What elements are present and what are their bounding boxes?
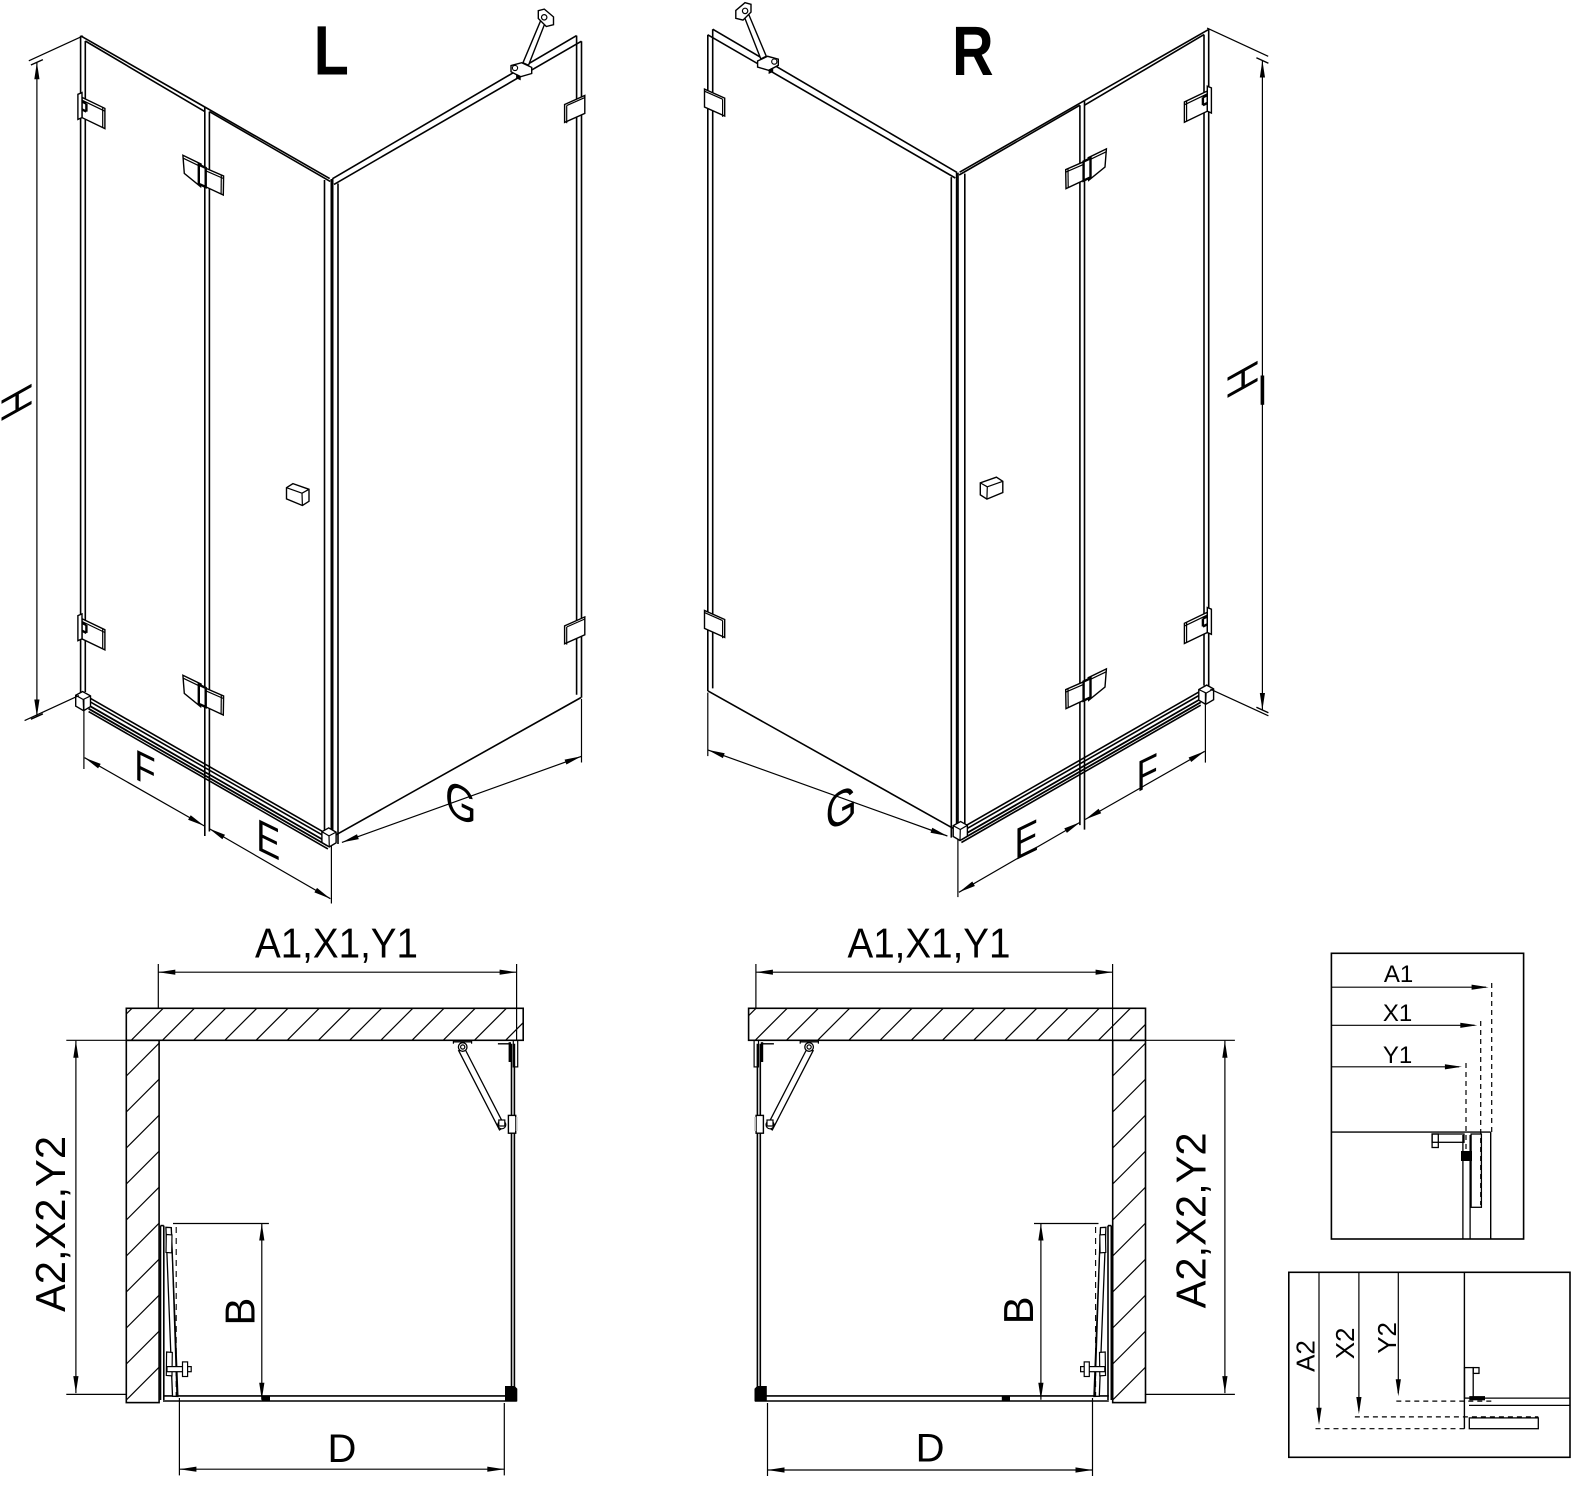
- svg-text:D: D: [327, 1427, 356, 1471]
- svg-text:B: B: [995, 1296, 1042, 1324]
- svg-text:A2,X2,Y2: A2,X2,Y2: [1168, 1132, 1215, 1308]
- svg-text:A1,X1,Y1: A1,X1,Y1: [255, 920, 418, 967]
- svg-text:A2: A2: [1291, 1340, 1321, 1372]
- svg-text:Y1: Y1: [1383, 1042, 1412, 1069]
- svg-text:X2: X2: [1330, 1327, 1360, 1359]
- svg-text:A2,X2,Y2: A2,X2,Y2: [27, 1136, 74, 1312]
- svg-text:Y2: Y2: [1372, 1322, 1402, 1354]
- svg-text:R: R: [952, 12, 993, 90]
- svg-text:L: L: [314, 12, 349, 90]
- svg-text:X1: X1: [1383, 1000, 1412, 1027]
- svg-text:D: D: [916, 1427, 945, 1471]
- svg-text:A1,X1,Y1: A1,X1,Y1: [848, 920, 1011, 967]
- svg-text:A1: A1: [1384, 961, 1413, 988]
- svg-text:B: B: [217, 1298, 264, 1326]
